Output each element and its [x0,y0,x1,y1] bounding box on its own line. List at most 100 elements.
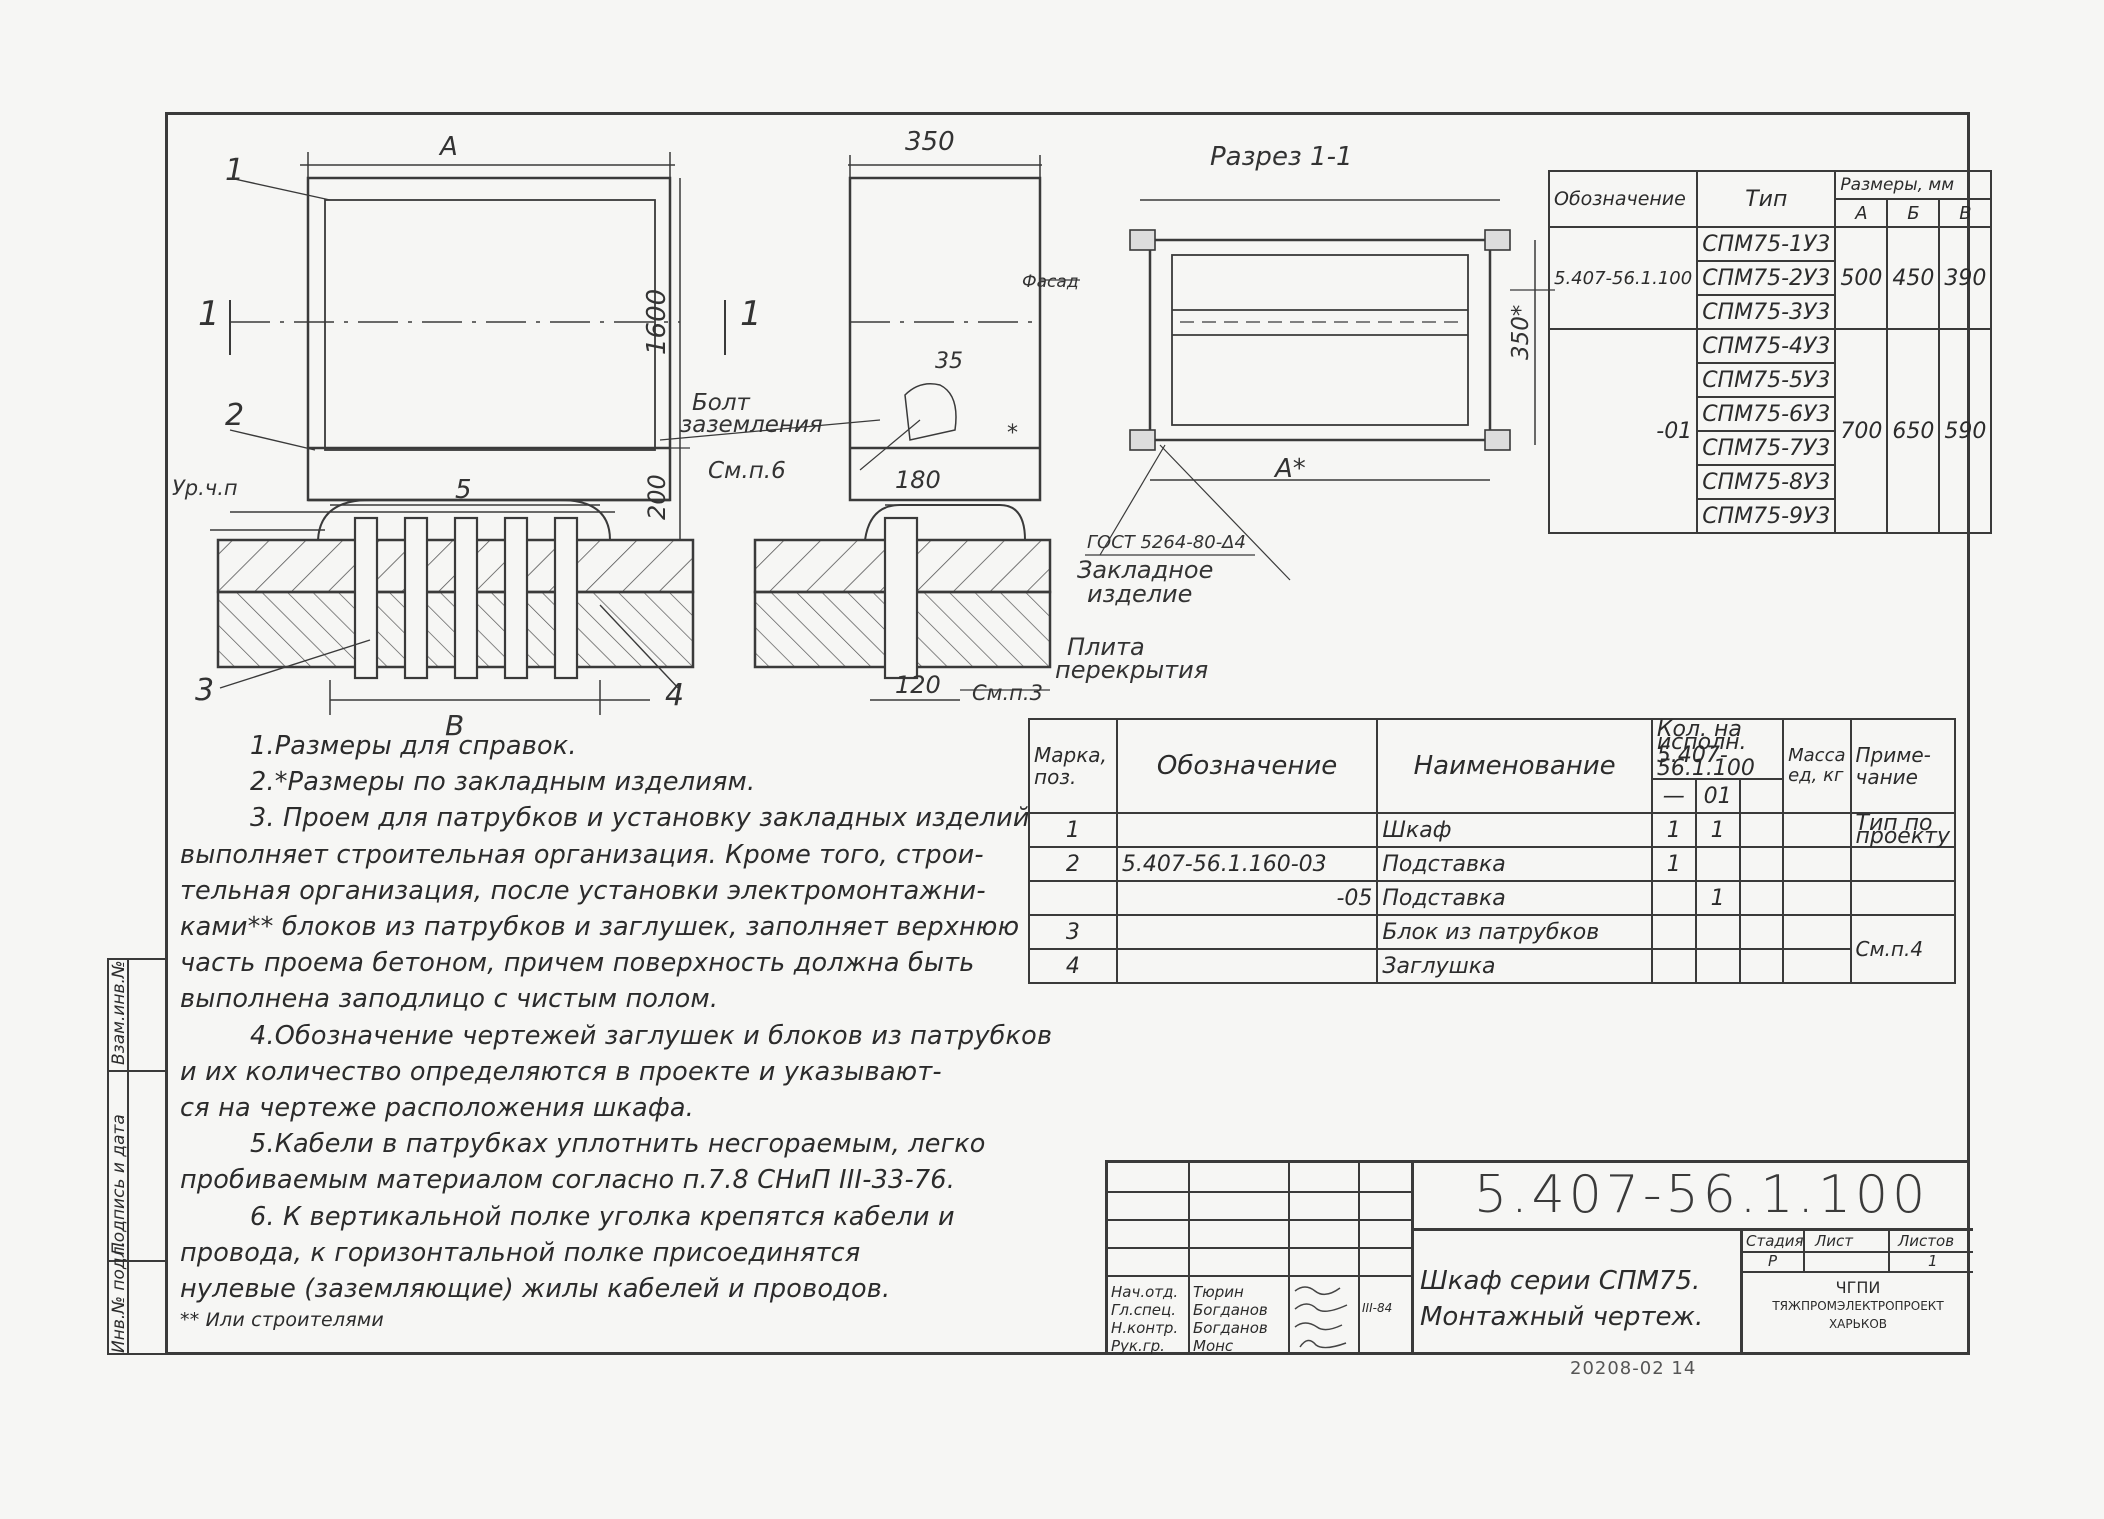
gost-label: ГОСТ 5264-80-Δ4 [1087,532,1246,553]
stage-label: Стадия [1746,1232,1804,1250]
group-2-b: 650 [1886,328,1941,534]
spec-header-qty-a: — [1650,778,1697,814]
type-cell: СПМ75-5У3 [1696,362,1837,398]
dim-b-label: B [445,709,464,742]
note-line: ся на чертеже расположения шкафа. [180,1093,694,1124]
drawing-number: 5.407-56.1.100 [1474,1165,1930,1225]
note-line: 3. Проем для патрубков и установку закла… [250,803,1030,834]
type-cell: СПМ75-4У3 [1696,328,1837,364]
note-line: часть проема бетоном, причем поверхность… [180,948,975,979]
spec-cell-name: Подставка [1376,846,1653,882]
spec-cell-q1 [1650,948,1697,984]
spec-cell-designation [1115,948,1379,984]
spec-cell-note [1849,846,1956,882]
dim-120-label: 120 [895,671,941,699]
spec-cell-q1 [1650,914,1697,950]
star-mark: * [1007,421,1018,446]
note-line: выполняет строительная организация. Кром… [180,839,984,870]
note-line: нулевые (заземляющие) жилы кабелей и про… [180,1274,891,1305]
sheets-value: 1 [1928,1252,1938,1270]
group-1-v: 390 [1938,226,1993,330]
dim-180-label: 180 [895,466,941,494]
spec-header-note: Приме- чание [1849,718,1956,814]
spec-header-qty: Кол. на исполн. 5.407-56.1.100 [1650,718,1785,780]
spec-header-name: Наименование [1376,718,1653,814]
spec-cell-q1: 1 [1650,846,1697,882]
dim-35-label: 35 [935,349,963,374]
slab-label-2: перекрытия [1055,656,1208,684]
note-line: тельная организация, после установки эле… [180,875,986,906]
spec-row: -05 Подставка 1 [1028,880,1956,916]
section-plan-outline [1148,238,1492,442]
type-cell: СПМ75-3У3 [1696,294,1837,330]
dim-350-label: 350 [905,127,955,157]
note-line: 2.*Размеры по закладным изделиям. [250,767,756,798]
note-line: ками** блоков из патрубков и заглушек, з… [180,912,1020,943]
level-label: Ур.ч.п [172,476,238,500]
pipe [453,516,479,680]
spec-header-mark: Марка, поз. [1028,718,1118,814]
role-name: Богданов [1193,1319,1268,1337]
drawing-title-1: Шкаф серии СПМ75. [1420,1266,1701,1296]
dim-200-label: 200 [643,474,671,520]
stage-value: Р [1768,1252,1778,1270]
header-v: В [1938,198,1993,228]
spec-cell-mass [1782,948,1852,984]
type-cell: СПМ75-7У3 [1696,430,1837,466]
spec-cell-designation: 5.407-56.1.160-03 [1115,846,1379,882]
embedded-label-2: изделие [1087,580,1192,608]
group-2-v: 590 [1938,328,1993,534]
spec-row: 3 Блок из патрубков См.п.4 [1028,914,1956,984]
callout-3: 3 [195,673,214,708]
spec-header-qty-b: 01 [1694,778,1741,814]
spec-row: 2 5.407-56.1.160-03 Подставка 1 [1028,846,1956,882]
see-3-label: См.п.3 [972,681,1043,705]
callout-2: 2 [225,398,244,433]
spec-cell-name: Заглушка [1376,948,1653,984]
group-2-a: 700 [1834,328,1889,534]
facade-label: Фасад [1022,272,1079,292]
general-notes: 1.Размеры для справок. 2.*Размеры по зак… [180,728,1052,1333]
role-name: Тюрин [1193,1283,1244,1301]
spec-cell-q2 [1694,948,1741,984]
dim-a-label: A [438,132,458,162]
date-label: III-84 [1362,1301,1393,1315]
embedded-label: Закладное [1077,556,1213,584]
slab-label: Плита [1067,633,1145,661]
note-line: пробиваемым материалом согласно п.7.8 СН… [180,1165,956,1196]
type-cell: СПМ75-8У3 [1696,464,1837,500]
role-name: Монс [1193,1337,1234,1355]
note-line: 1.Размеры для справок. [250,731,577,761]
spec-cell-designation [1115,812,1379,848]
spec-cell-mark: 4 [1028,948,1118,984]
role-label: Н.контр. [1111,1319,1179,1337]
spec-row: 1 Шкаф 1 1 Тип по проекту [1028,812,1956,848]
pipe [553,516,579,680]
spec-cell-mass [1782,914,1852,950]
spec-cell-name: Подставка [1376,880,1653,916]
spec-cell-mark: 2 [1028,846,1118,882]
callout-4: 4 [665,678,684,713]
spec-cell-designation: -05 [1115,880,1379,916]
group-1-designation: 5.407-56.1.100 [1547,226,1699,330]
spec-header-mass: Масса ед, кг [1782,718,1852,814]
drawing-frame [165,112,1970,1355]
note-line: и их количество определяются в проекте и… [180,1056,942,1087]
spec-cell-mass [1782,846,1852,882]
type-cell: СПМ75-9У3 [1696,498,1837,534]
dim-as-label: A* [1273,454,1306,484]
spec-cell-mark [1028,880,1118,916]
side-stamp: Взам.инв.№ Подпись и дата Инв.№ подл. [107,958,167,1355]
note-line: выполнена заподлицо с чистым полом. [180,984,719,1015]
types-table: Обозначение Тип Размеры, мм A Б В 5.407-… [1547,170,1993,534]
spec-cell-q2: 1 [1694,880,1741,916]
note-line: 6. К вертикальной полке уголка крепятся … [250,1201,955,1232]
spec-cell-q1 [1650,880,1697,916]
header-sizes: Размеры, мм [1834,170,1993,200]
header-designation: Обозначение [1547,170,1699,228]
role-label: Рук.гр. [1111,1337,1165,1355]
spec-table: Марка, поз. Обозначение Наименование Кол… [1028,718,1956,984]
note-footnote: ** Или строителями [180,1309,384,1332]
bolt-label: Болт [692,390,751,416]
